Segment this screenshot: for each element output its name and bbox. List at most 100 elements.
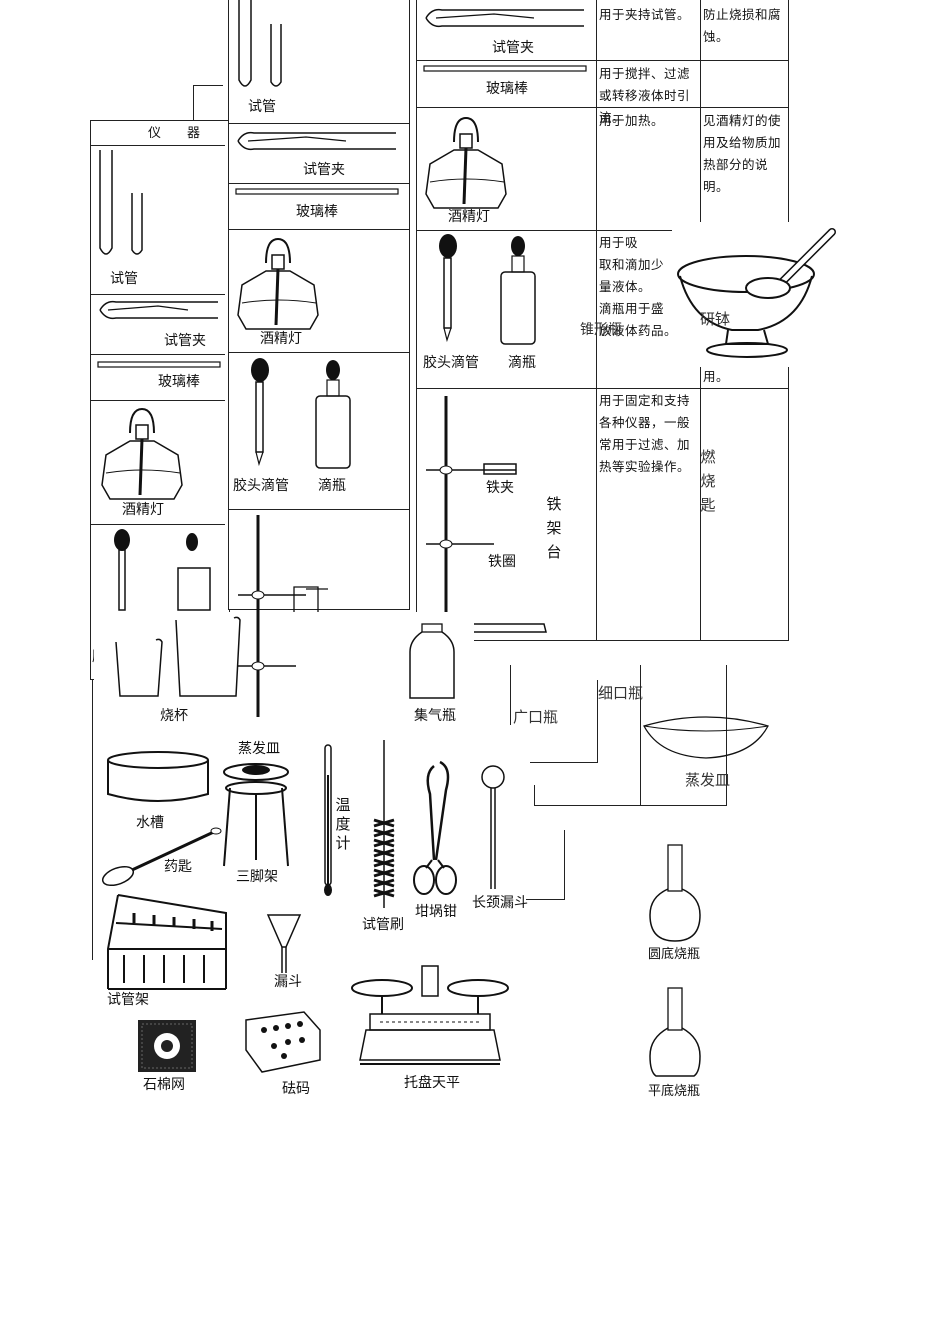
- bracket-line: [526, 899, 565, 900]
- iron-stand-icon: [238, 612, 296, 717]
- iron-ring-label: 铁圈: [488, 554, 516, 570]
- test-tube-brush-icon: [373, 740, 395, 908]
- glass-rod-icon: [423, 65, 587, 72]
- mortar-icon: [677, 228, 836, 358]
- alcohol-lamp-icon: [425, 116, 507, 209]
- lower-image-edge: [92, 680, 93, 960]
- alcohol-lamp-icon: [237, 237, 319, 330]
- divider: [228, 352, 410, 353]
- funnel-icon: [266, 914, 302, 973]
- divider: [228, 229, 410, 230]
- balance-icon: [351, 965, 509, 1065]
- flat-flask-icon: [649, 987, 701, 1077]
- bracket-line: [640, 665, 641, 805]
- conical-flask-cut-label: 锥形瓶: [580, 322, 622, 338]
- alcohol-lamp-label: 酒精灯: [122, 502, 164, 518]
- test-tube-rack-label: 试管架: [107, 992, 149, 1008]
- asbestos-gauze-icon: [138, 1020, 196, 1072]
- glass-rod-icon: [235, 188, 399, 195]
- crucible-tongs-icon: [413, 760, 457, 895]
- bracket-line: [530, 762, 598, 763]
- thermometer-icon: [324, 744, 332, 896]
- dropper-icon: [251, 358, 351, 469]
- table-row-line: [416, 107, 789, 108]
- row-use-line: 量液体。: [599, 279, 652, 294]
- glass-rod-label: 玻璃棒: [296, 204, 338, 220]
- row-use: 用于搅拌、过滤或转移液体时引流。: [599, 66, 691, 125]
- round-flask-icon: [649, 844, 701, 942]
- fragment-line: [193, 85, 223, 86]
- row-name: 试管夹: [492, 40, 534, 56]
- bracket-line: [726, 665, 727, 805]
- dropper-label: 胶头滴管: [233, 478, 289, 494]
- test-tube-clamp-label: 试管夹: [164, 333, 206, 349]
- table-row-line: [416, 388, 789, 389]
- row-use: 用于加热。: [599, 113, 665, 128]
- row-use-line: 滴瓶用于盛: [599, 301, 665, 316]
- middle-table-panel: [228, 0, 410, 610]
- bracket-line: [534, 805, 727, 806]
- glass-rod-icon: [97, 361, 221, 368]
- medicine-spoon-label: 药匙: [164, 859, 192, 875]
- tripod-icon: [223, 763, 289, 867]
- divider: [228, 183, 410, 184]
- glass-rod-label: 玻璃棒: [158, 374, 200, 390]
- table-row-line: [416, 60, 789, 61]
- water-trough-icon: [107, 751, 209, 802]
- evaporating-dish-label: 蒸发皿: [238, 741, 280, 757]
- divider: [228, 123, 410, 124]
- test-tube-clamp-icon: [425, 8, 584, 28]
- fragment-line: [193, 85, 194, 120]
- asbestos-gauze-label: 石棉网: [143, 1077, 185, 1093]
- gas-jar-label: 集气瓶: [414, 708, 456, 724]
- divider: [228, 509, 410, 510]
- row-name: 玻璃棒: [486, 81, 528, 97]
- row-name: 胶头滴管: [423, 355, 479, 371]
- crucible-tongs-label: 坩埚钳: [415, 904, 457, 920]
- test-tube-icon: [99, 150, 143, 255]
- test-tube-icon: [238, 0, 282, 87]
- wide-mouth-bottle-label: 广口瓶: [513, 708, 559, 726]
- test-tube-brush-label: 试管刷: [362, 917, 404, 933]
- left-header-label: 仪 器: [148, 126, 201, 141]
- round-flask-label: 圆底烧瓶: [648, 947, 701, 962]
- test-tube-label: 试管: [248, 99, 276, 115]
- test-tube-clamp-icon: [99, 300, 218, 320]
- dropper-icon: [114, 529, 211, 611]
- row-note: 防止烧损和腐蚀。: [703, 7, 782, 44]
- water-trough-label: 水槽: [136, 815, 164, 831]
- test-tube-label: 试管: [110, 271, 138, 287]
- bracket-line: [564, 830, 565, 900]
- long-neck-funnel-label: 长颈漏斗: [472, 895, 528, 911]
- iron-clamp-label: 铁夹: [486, 480, 514, 496]
- bracket-line: [597, 680, 598, 763]
- thermometer-label: 温度计: [335, 796, 351, 852]
- row-name: 酒精灯: [448, 209, 490, 225]
- weights-icon: [245, 1011, 321, 1073]
- row-note: 见酒精灯的使用及给物质加热部分的说明。: [703, 113, 782, 194]
- dropper-bottle-label: 滴瓶: [318, 478, 346, 494]
- flat-flask-label: 平底烧瓶: [648, 1084, 701, 1099]
- mortar-label: 研钵: [700, 310, 731, 328]
- divider: [90, 294, 225, 295]
- beaker-icon: [115, 616, 241, 697]
- bracket-line: [534, 785, 535, 805]
- narrow-mouth-bottle-label: 细口瓶: [598, 684, 644, 702]
- row-use: 用于吸: [599, 232, 699, 254]
- funnel-label: 漏斗: [274, 974, 302, 990]
- alcohol-lamp-label: 酒精灯: [260, 331, 302, 347]
- tripod-label: 三脚架: [236, 869, 278, 885]
- divider: [90, 400, 225, 401]
- medicine-spoon-icon: [101, 827, 222, 887]
- bracket-line: [510, 665, 511, 725]
- test-tube-clamp-icon: [237, 131, 396, 151]
- row-use-line: 取和滴加少: [599, 257, 665, 272]
- balance-label: 托盘天平: [404, 1075, 460, 1091]
- iron-stand-label: 铁架台: [546, 495, 562, 561]
- weights-label: 砝码: [282, 1081, 310, 1097]
- row-note-tail: 用。: [703, 369, 730, 384]
- test-tube-clamp-label: 试管夹: [303, 162, 345, 178]
- alcohol-lamp-icon: [101, 407, 183, 500]
- overlay-line: 用于吸: [599, 235, 639, 250]
- table-row-line: [416, 230, 789, 231]
